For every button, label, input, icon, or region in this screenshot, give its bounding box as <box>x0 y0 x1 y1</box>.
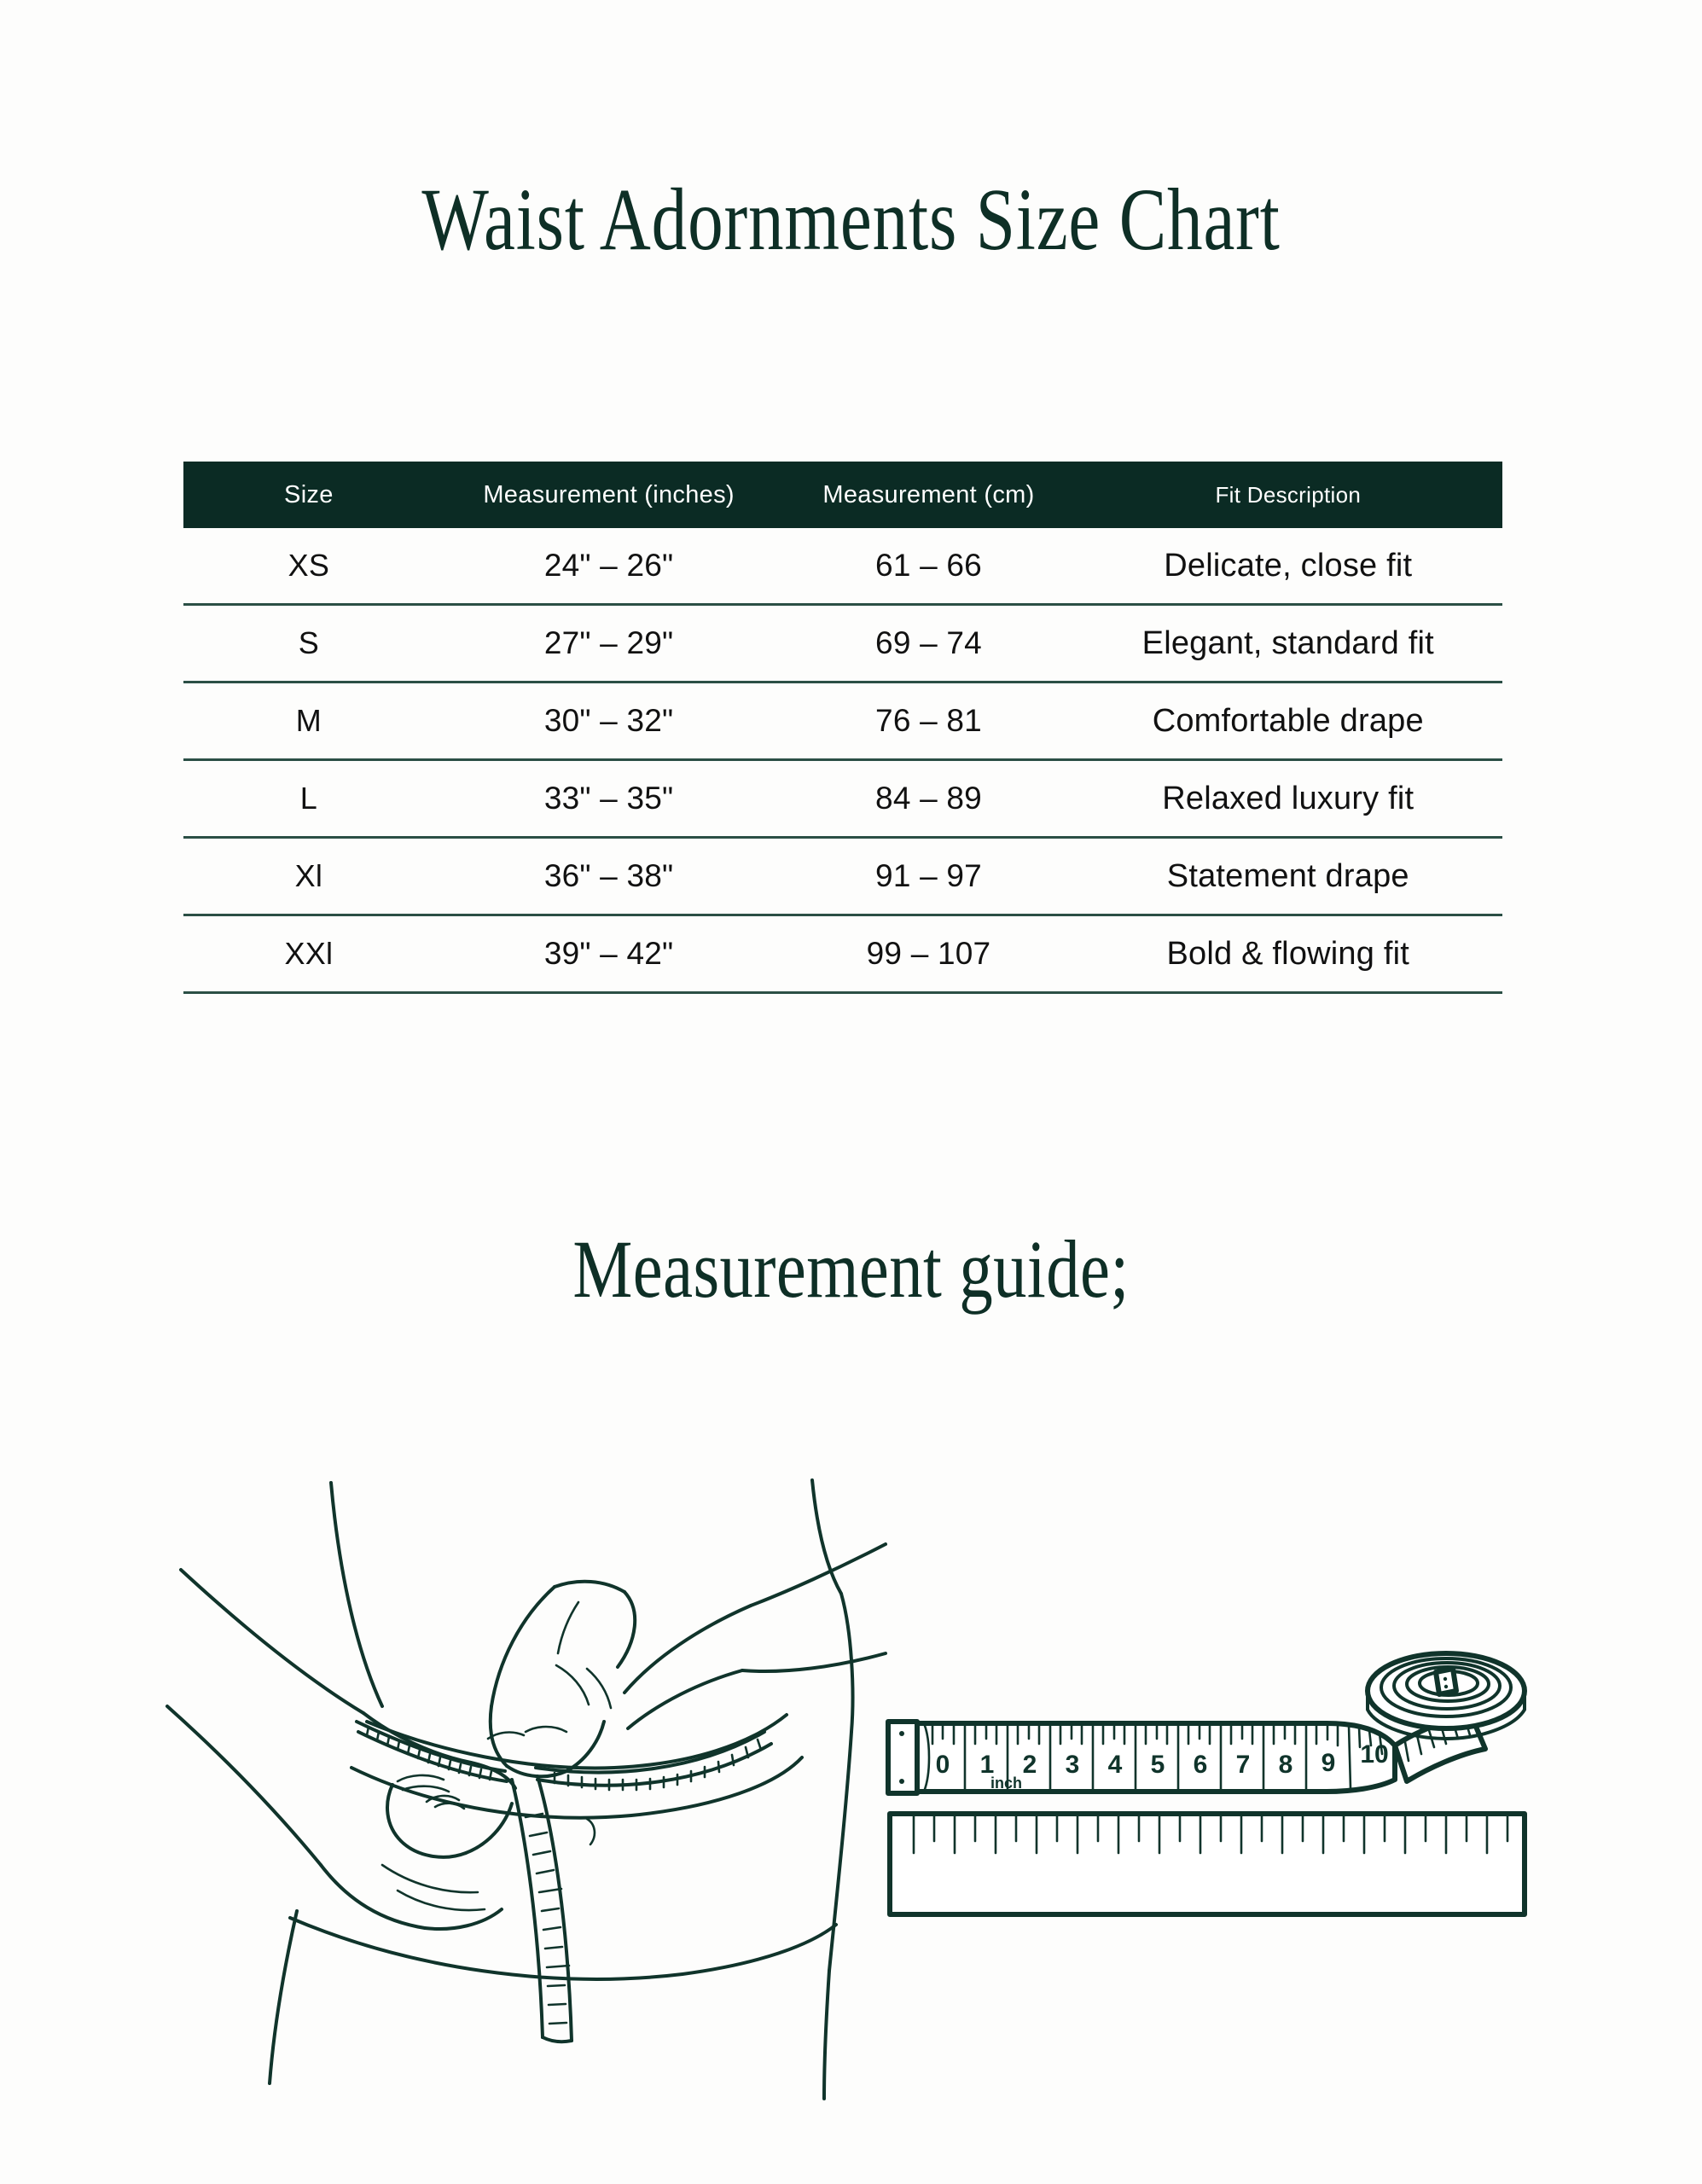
column-header-inches: Measurement (inches) <box>483 480 735 508</box>
cell-inches: 27" – 29" <box>433 604 784 683</box>
cell-cm: 91 – 97 <box>783 837 1074 916</box>
tape-number: 8 <box>1279 1751 1293 1779</box>
tape-number: 3 <box>1066 1751 1080 1779</box>
cell-size: XS <box>183 528 434 606</box>
cell-cm: 61 – 66 <box>783 528 1074 606</box>
measurement-guide-title: Measurement guide; <box>572 1223 1130 1315</box>
tape-unit-label: inch <box>990 1774 1022 1792</box>
cell-inches: 30" – 32" <box>433 682 784 761</box>
column-header-fit: Fit Description <box>1215 481 1362 508</box>
table-row: XS 24" – 26" 61 – 66 Delicate, close fit <box>183 528 1502 606</box>
tape-number: 5 <box>1151 1751 1165 1779</box>
size-chart-table: Size Measurement (inches) Measurement (c… <box>183 462 1502 994</box>
page-title: Waist Adornments Size Chart <box>421 171 1281 269</box>
cell-inches: 39" – 42" <box>433 915 784 994</box>
table-body: XS 24" – 26" 61 – 66 Delicate, close fit… <box>183 528 1502 994</box>
table-header-row: Size Measurement (inches) Measurement (c… <box>183 462 1502 528</box>
cell-inches: 24" – 26" <box>433 528 784 606</box>
table-row: L 33" – 35" 84 – 89 Relaxed luxury fit <box>183 759 1502 839</box>
measurement-guide-illustrations: 0 1 2 3 4 5 6 7 8 9 10 inch <box>0 1442 1702 2124</box>
cell-size: L <box>183 759 434 839</box>
cell-fit: Bold & flowing fit <box>1073 915 1502 994</box>
waist-measuring-illustration-icon <box>154 1450 887 2124</box>
tape-number: 0 <box>936 1751 950 1779</box>
cell-size: M <box>183 682 434 761</box>
cell-size: S <box>183 604 434 683</box>
tape-number: 9 <box>1322 1749 1336 1777</box>
table-row: S 27" – 29" 69 – 74 Elegant, standard fi… <box>183 604 1502 683</box>
cell-fit: Relaxed luxury fit <box>1073 759 1502 839</box>
cell-size: XXl <box>183 915 434 994</box>
cell-fit: Delicate, close fit <box>1073 528 1502 606</box>
cell-cm: 99 – 107 <box>783 915 1074 994</box>
table-row: XXl 39" – 42" 99 – 107 Bold & flowing fi… <box>183 915 1502 994</box>
column-header-cm: Measurement (cm) <box>822 480 1035 508</box>
table-row: Xl 36" – 38" 91 – 97 Statement drape <box>183 837 1502 916</box>
tape-number: 7 <box>1236 1751 1251 1779</box>
cell-fit: Elegant, standard fit <box>1073 604 1502 683</box>
table-row: M 30" – 32" 76 – 81 Comfortable drape <box>183 682 1502 761</box>
cell-cm: 76 – 81 <box>783 682 1074 761</box>
cell-cm: 69 – 74 <box>783 604 1074 683</box>
cell-cm: 84 – 89 <box>783 759 1074 839</box>
tape-measure-illustration-icon: 0 1 2 3 4 5 6 7 8 9 10 inch <box>883 1638 1531 1928</box>
tape-number: 4 <box>1108 1751 1123 1779</box>
cell-inches: 33" – 35" <box>433 759 784 839</box>
cell-inches: 36" – 38" <box>433 837 784 916</box>
cell-fit: Comfortable drape <box>1073 682 1502 761</box>
tape-number: 1 <box>980 1751 995 1779</box>
tape-number: 2 <box>1023 1751 1037 1779</box>
cell-fit: Statement drape <box>1073 837 1502 916</box>
tape-number: 10 <box>1360 1740 1388 1769</box>
cell-size: Xl <box>183 837 434 916</box>
tape-number: 6 <box>1194 1751 1208 1779</box>
column-header-size: Size <box>284 480 334 508</box>
